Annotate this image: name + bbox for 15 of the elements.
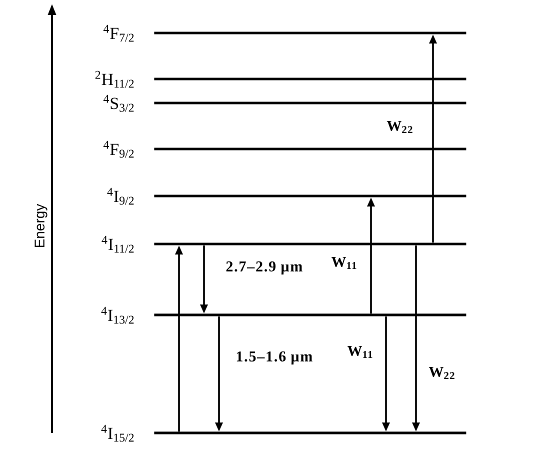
edge-label: W$_{22}$: [385, 120, 415, 134]
edge-label: W$_{11}$: [346, 344, 375, 360]
level-label: $^{4}$I$_{11/2}$: [102, 236, 134, 253]
level-label: $^{4}$I$_{13/2}$: [101, 306, 134, 324]
level-label: $^{4}$I$_{9/2}$: [107, 188, 134, 205]
level-label: $^{2}$H$_{11/2}$: [95, 70, 134, 88]
level-label: $^{4}$S$_{3/2}$: [103, 94, 134, 112]
edge-label: W$_{22}$: [427, 366, 457, 380]
edge-label: 1.5–1.6 μm: [234, 350, 314, 366]
edge-label: 2.7–2.9 μm: [224, 260, 304, 276]
level-label: $^{4}$F$_{7/2}$: [103, 24, 134, 42]
axis-label: Energy: [34, 204, 48, 248]
edge-label: W$_{11}$: [330, 256, 359, 270]
level-label: $^{4}$I$_{15/2}$: [101, 424, 134, 442]
level-label: $^{4}$F$_{9/2}$: [103, 140, 134, 158]
